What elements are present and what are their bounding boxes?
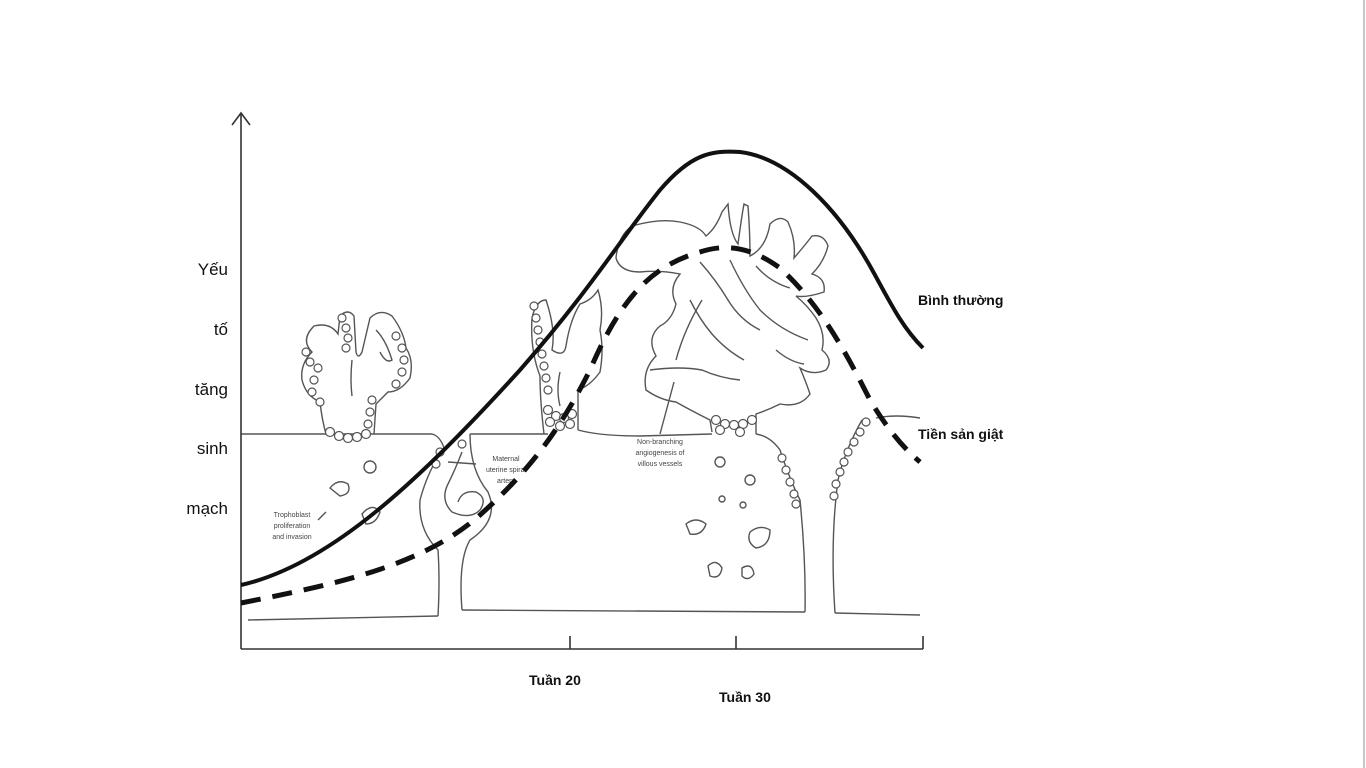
normal-curve-label: Bình thường: [918, 292, 1004, 308]
y-axis-label-word-1: Yếu: [197, 260, 228, 279]
preeclampsia-curve: [240, 245, 922, 606]
sketch-annotations: Trophoblast proliferation and invasion M…: [272, 439, 684, 541]
spiral-artery-annotation-line-3: artery: [497, 478, 515, 485]
y-axis-label-word-5: mạch: [186, 499, 228, 518]
normal-curve: [240, 149, 925, 587]
preeclampsia-curve-label: Tiền sản giật: [918, 426, 1004, 442]
placenta-sketch: [241, 202, 921, 621]
trophoblast-annotation-line-1: Trophoblast: [274, 512, 311, 519]
y-axis-label-word-3: tăng: [194, 380, 228, 399]
angiogenesis-annotation-line-1: Non-branching: [637, 439, 683, 446]
angiogenesis-annotation-line-3: villous vessels: [638, 461, 683, 468]
x-tick-label-week30: Tuần 30: [719, 689, 771, 705]
slide-border: [1363, 0, 1365, 768]
spiral-artery-annotation-line-2: uterine spiral: [486, 467, 527, 474]
y-axis-label-word-4: sinh: [196, 439, 228, 458]
spiral-artery-annotation-line-1: Maternal: [492, 456, 520, 463]
y-axis-arrow: [231, 111, 251, 126]
trophoblast-annotation-line-3: and invasion: [272, 534, 311, 541]
angiogenesis-annotation-line-2: angiogenesis of: [635, 450, 684, 457]
axes: [231, 111, 924, 650]
y-axis-label-word-2: tố: [213, 320, 228, 339]
x-tick-label-week20: Tuần 20: [529, 672, 581, 688]
trophoblast-annotation-line-2: proliferation: [274, 523, 311, 530]
